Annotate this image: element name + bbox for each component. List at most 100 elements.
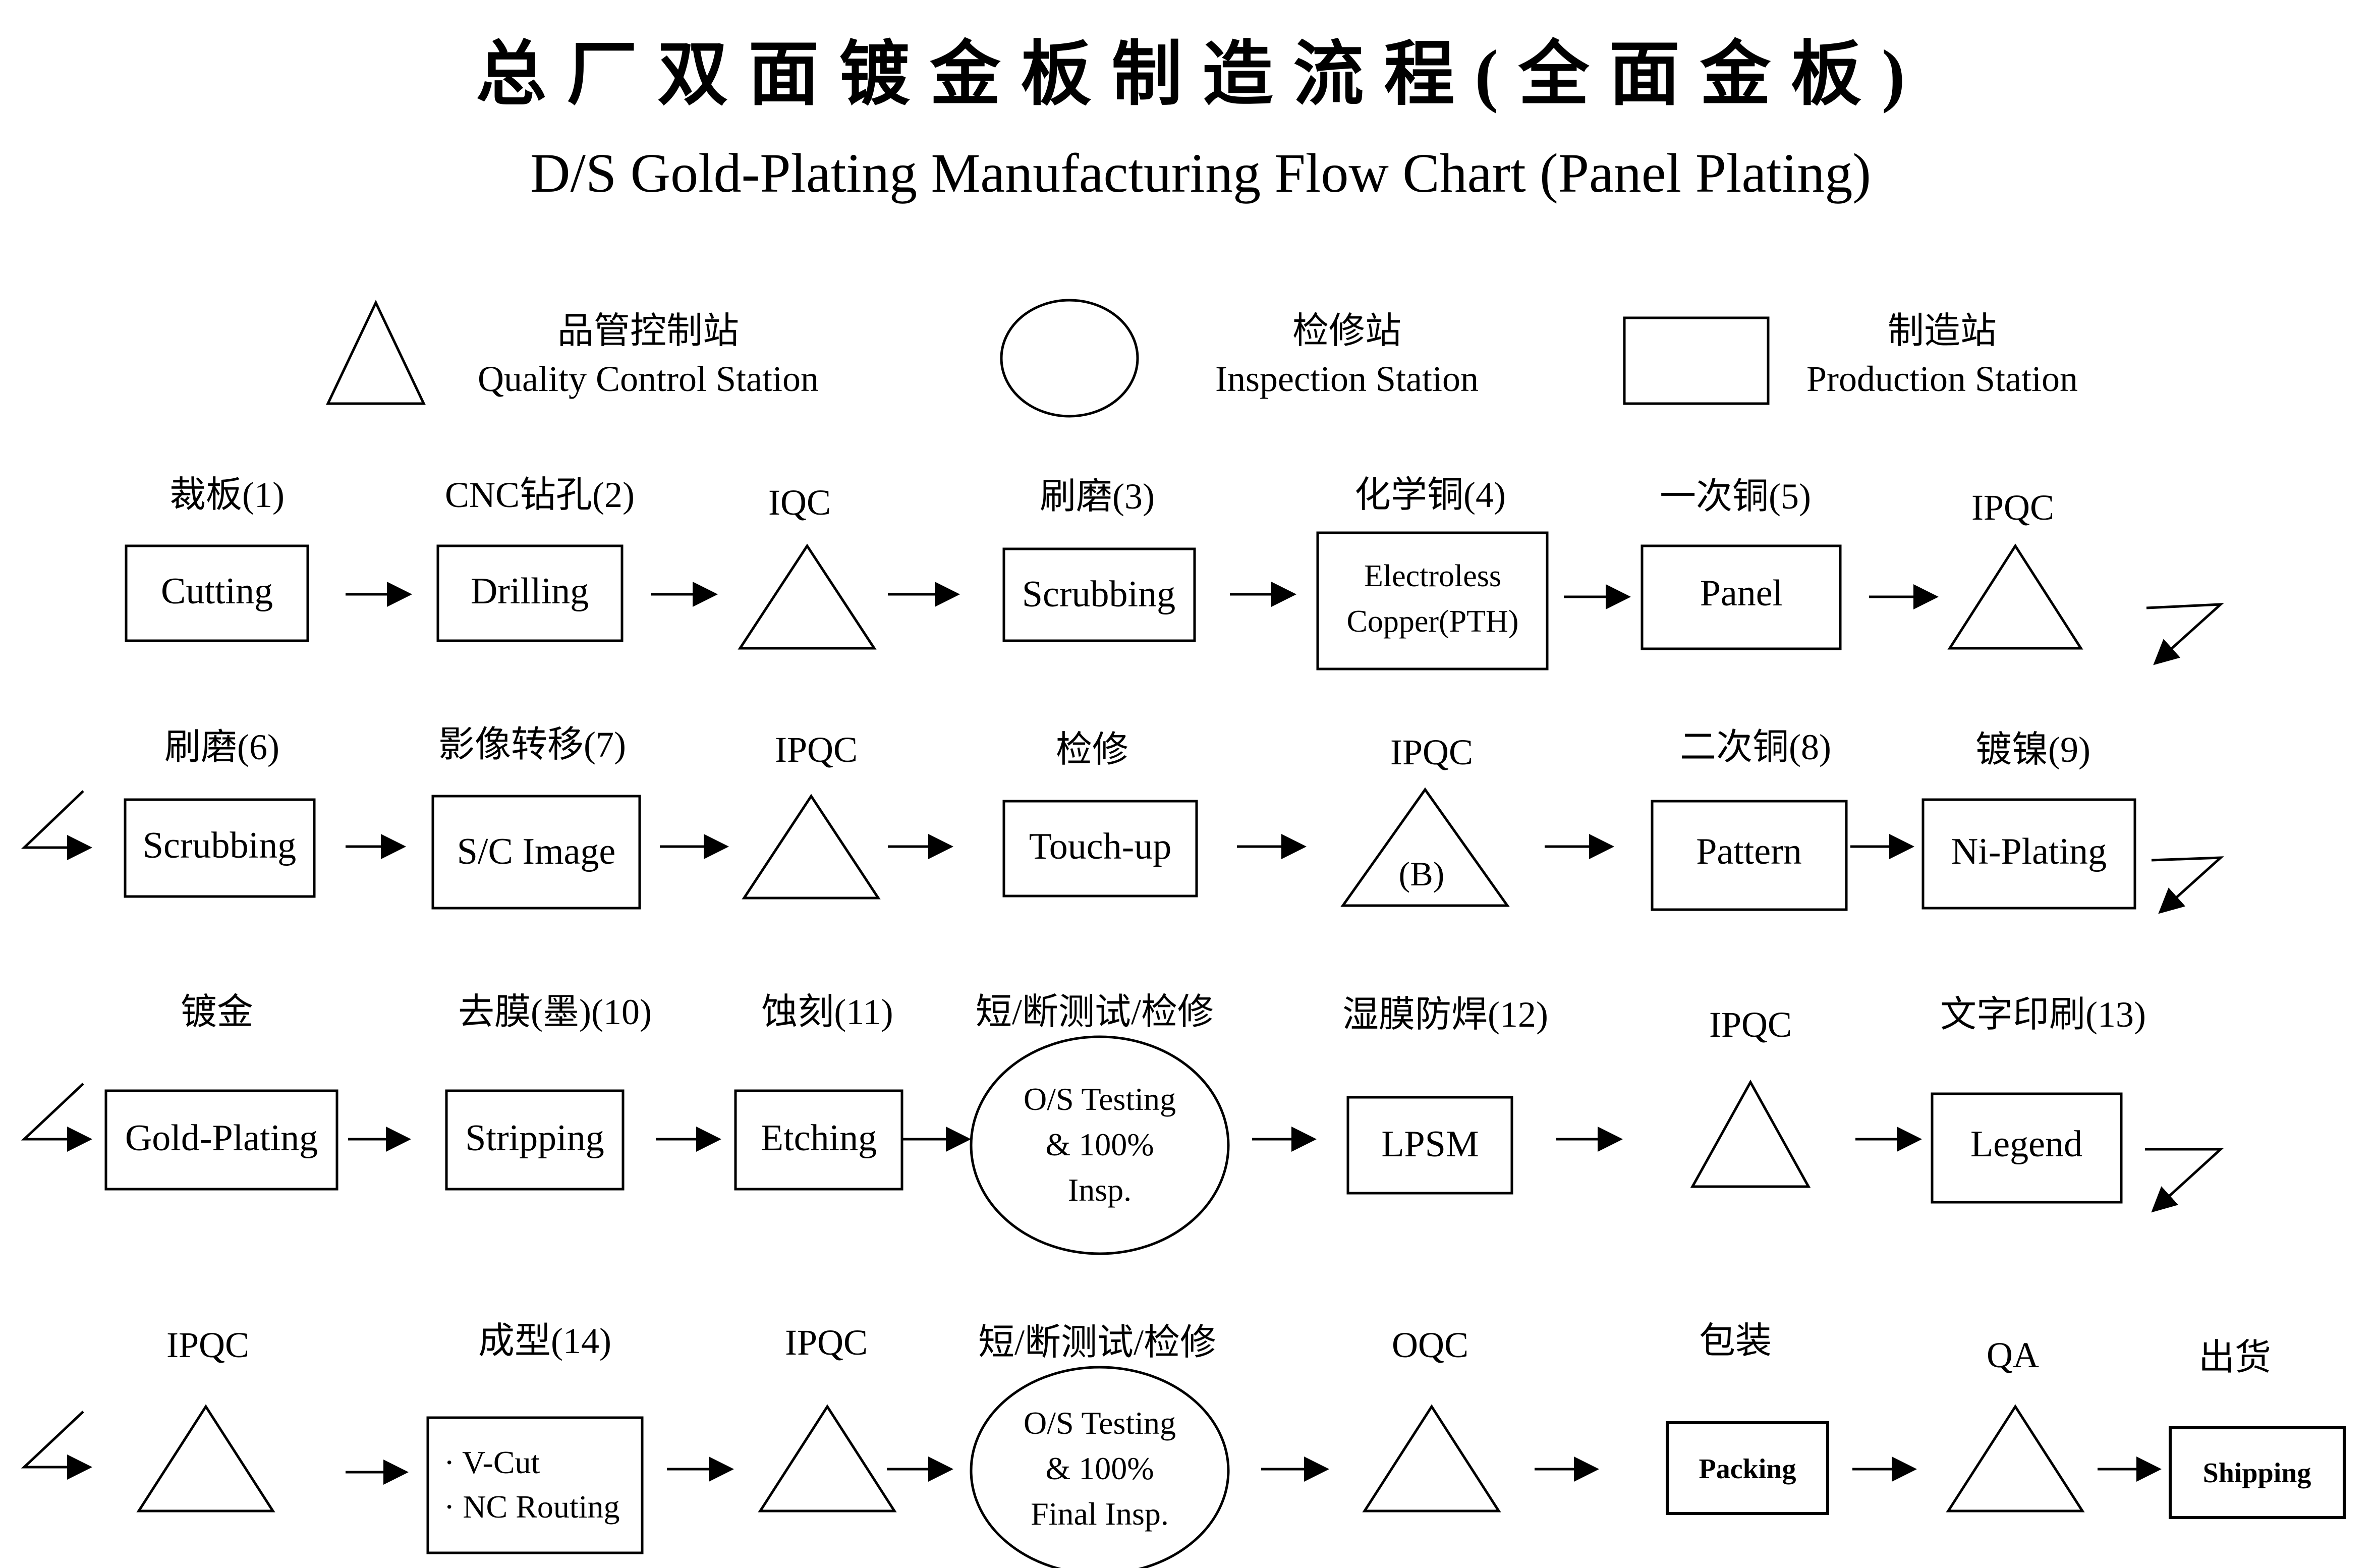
row-start-arrow xyxy=(21,1083,92,1152)
production-station-box xyxy=(1346,1096,1513,1195)
flow-row-4: IPQC 成型(14) · V-Cut · NC Routing IPQC 短/… xyxy=(21,1321,2346,1568)
production-station-box xyxy=(445,1089,625,1191)
legend-quality-en: Quality Control Station xyxy=(478,359,819,399)
step-label: 成型(14) xyxy=(478,1321,611,1361)
step-label: 二次铜(8) xyxy=(1680,727,1831,767)
production-station-box xyxy=(1641,544,1842,650)
step-label: 短/断测试/检修 xyxy=(978,1322,1216,1363)
step-text: Stripping xyxy=(465,1117,604,1159)
production-station-box xyxy=(104,1089,338,1191)
step-label: 一次铜(5) xyxy=(1660,476,1811,517)
title-chinese: 总厂双面镀金板制造流程(全面金板) xyxy=(476,36,1925,114)
flow-row-1: 裁板(1) Cutting CNC钻孔(2) Drilling IQC 刷磨(3… xyxy=(125,475,2224,670)
step-label: 湿膜防焊(12) xyxy=(1342,994,1548,1035)
step-text: Final Insp. xyxy=(1031,1496,1169,1532)
step-label: QA xyxy=(1987,1335,2039,1375)
quality-control-triangle xyxy=(1947,543,2083,650)
legend-ellipse-icon xyxy=(1000,299,1139,418)
flow-row-3: 镀金 Gold-Plating 去膜(墨)(10) Stripping 蚀刻(1… xyxy=(21,992,2224,1255)
step-text: Insp. xyxy=(1068,1172,1132,1208)
flow-row-2: 刷磨(6) Scrubbing 影像转移(7) S/C Image IPQC 检… xyxy=(21,724,2224,914)
quality-control-triangle xyxy=(1340,787,1510,907)
step-text: Etching xyxy=(761,1117,877,1159)
inspection-station-ellipse xyxy=(970,1035,1230,1255)
production-station-box xyxy=(125,544,309,642)
row-continue-arrow xyxy=(2145,1148,2224,1213)
step-text: Packing xyxy=(1699,1453,1796,1485)
step-label: 蚀刻(11) xyxy=(761,992,893,1032)
step-text: Scrubbing xyxy=(1022,574,1175,615)
step-label: 镀金 xyxy=(181,992,253,1032)
step-text: · V-Cut xyxy=(444,1444,540,1480)
step-label: IPQC xyxy=(785,1322,868,1363)
legend: 品管控制站 Quality Control Station 检修站 Inspec… xyxy=(326,299,2078,418)
step-text: Shipping xyxy=(2203,1458,2311,1489)
production-station-box xyxy=(1931,1092,2123,1204)
step-text: Scrubbing xyxy=(143,825,296,866)
step-label: 镀镍(9) xyxy=(1975,730,2090,770)
step-label: IPQC xyxy=(1390,732,1473,772)
quality-control-triangle xyxy=(738,543,877,650)
step-label: 短/断测试/检修 xyxy=(976,992,1214,1032)
step-label: OQC xyxy=(1392,1325,1468,1365)
step-text: Cutting xyxy=(161,571,273,612)
quality-control-triangle xyxy=(1690,1079,1811,1188)
step-text: Legend xyxy=(1970,1124,2082,1165)
row-start-arrow xyxy=(21,1411,92,1480)
production-station-box xyxy=(1921,798,2136,910)
step-text: Gold-Plating xyxy=(125,1117,318,1159)
step-label: 包装 xyxy=(1699,1321,1772,1361)
step-text: Electroless xyxy=(1364,559,1501,593)
row-continue-arrow xyxy=(2146,603,2224,665)
step-label: 刷磨(6) xyxy=(164,727,279,767)
production-station-box xyxy=(1002,800,1198,898)
step-label: CNC钻孔(2) xyxy=(445,475,635,515)
quality-control-triangle xyxy=(1946,1404,2085,1513)
step-text: O/S Testing xyxy=(1024,1081,1176,1117)
step-label: IPQC xyxy=(1709,1004,1792,1045)
step-label: IQC xyxy=(768,482,831,523)
row-start-arrow xyxy=(21,790,92,860)
production-station-box xyxy=(2169,1426,2346,1519)
step-text: Copper(PTH) xyxy=(1347,604,1519,639)
step-label: 裁板(1) xyxy=(169,475,285,515)
inspection-station-ellipse xyxy=(970,1366,1230,1568)
step-text: (B) xyxy=(1399,855,1445,893)
legend-rect-icon xyxy=(1623,316,1770,405)
step-label: IPQC xyxy=(166,1325,249,1365)
step-label: 化学铜(4) xyxy=(1354,475,1506,515)
production-station-box xyxy=(1666,1421,1829,1515)
step-label: 去膜(墨)(10) xyxy=(458,992,652,1032)
production-station-box xyxy=(1316,531,1549,670)
row-continue-arrow xyxy=(2151,856,2224,914)
step-label: IPQC xyxy=(1971,487,2054,528)
step-text: Ni-Plating xyxy=(1951,831,2107,872)
step-text: S/C Image xyxy=(457,831,615,872)
production-station-box xyxy=(734,1089,903,1191)
quality-control-triangle xyxy=(758,1404,897,1513)
quality-control-triangle xyxy=(1362,1404,1501,1513)
step-label: 文字印刷(13) xyxy=(1940,994,2146,1035)
legend-production-en: Production Station xyxy=(1806,359,2078,399)
step-label: 检修 xyxy=(1056,730,1128,770)
legend-triangle-icon xyxy=(326,300,426,405)
step-text: Panel xyxy=(1700,573,1783,614)
legend-production-cn: 制造站 xyxy=(1888,311,1997,351)
legend-inspection-en: Inspection Station xyxy=(1215,359,1479,399)
step-text: & 100% xyxy=(1045,1450,1154,1486)
quality-control-triangle xyxy=(742,794,881,900)
step-text: · NC Routing xyxy=(444,1489,619,1525)
step-label: IPQC xyxy=(775,730,858,770)
quality-control-triangle xyxy=(136,1404,275,1513)
step-label: 刷磨(3) xyxy=(1040,476,1155,517)
step-label: 出货 xyxy=(2198,1337,2271,1378)
step-text: & 100% xyxy=(1045,1127,1154,1162)
production-station-box xyxy=(1002,547,1196,642)
legend-inspection-cn: 检修站 xyxy=(1292,311,1401,351)
production-station-box xyxy=(431,795,641,910)
production-station-box xyxy=(426,1416,644,1554)
step-text: LPSM xyxy=(1381,1124,1479,1165)
step-label: 影像转移(7) xyxy=(438,724,626,765)
step-text: O/S Testing xyxy=(1024,1405,1176,1441)
